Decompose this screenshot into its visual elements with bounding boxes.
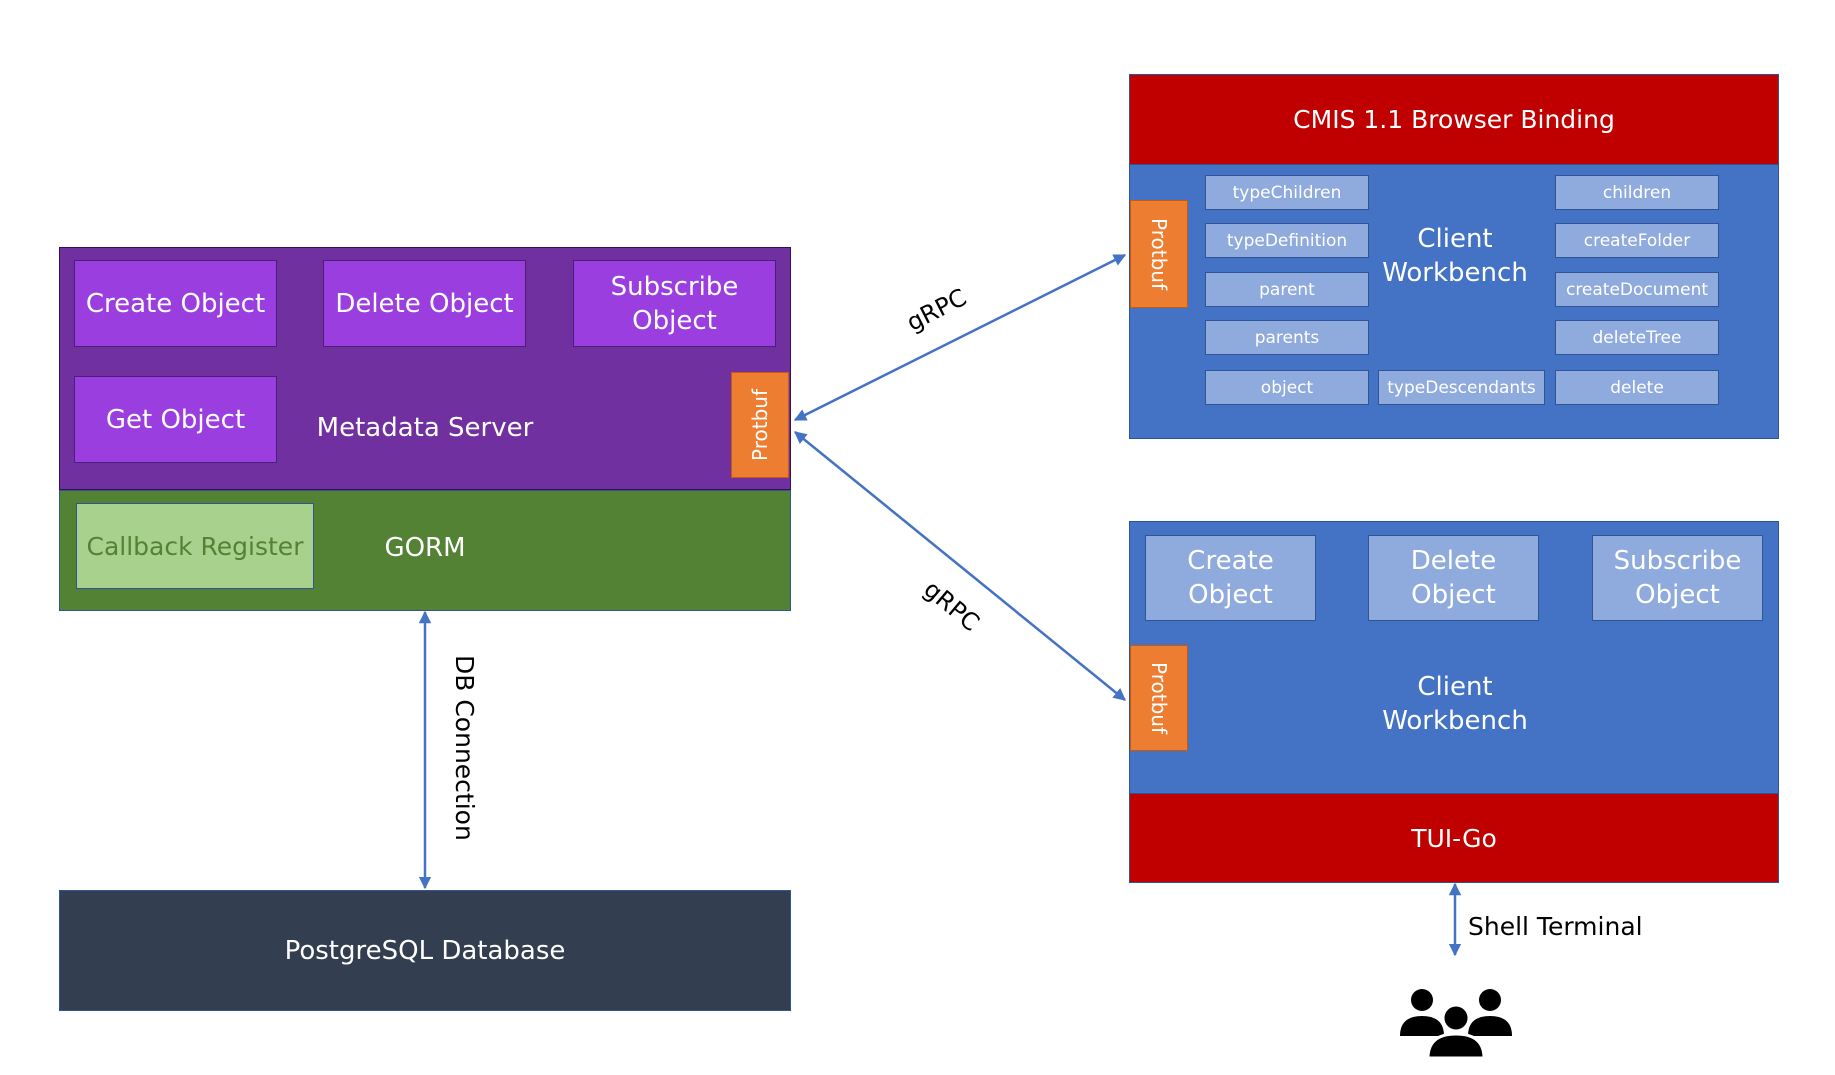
cmis-action-parent[interactable]: parent	[1205, 272, 1369, 307]
shell-terminal-label: Shell Terminal	[1468, 912, 1643, 941]
gorm-title: GORM	[384, 533, 466, 563]
cmis-protbuf-label: Protbuf	[1147, 218, 1172, 290]
get-object-button[interactable]: Get Object	[74, 376, 277, 463]
create-object-button[interactable]: Create Object	[74, 260, 277, 347]
cmis-browser-binding-header: CMIS 1.1 Browser Binding	[1129, 74, 1779, 165]
cmis-action-type-descendants[interactable]: typeDescendants	[1378, 370, 1545, 405]
db-connection-label: DB Connection	[450, 655, 479, 841]
cmis-action-type-children[interactable]: typeChildren	[1205, 175, 1369, 210]
tui-create-object-button[interactable]: Create Object	[1145, 535, 1316, 621]
cmis-action-delete[interactable]: delete	[1555, 370, 1719, 405]
metadata-protbuf-label: Protbuf	[748, 389, 773, 461]
subscribe-object-button[interactable]: Subscribe Object	[573, 260, 776, 347]
cmis-action-delete-tree[interactable]: deleteTree	[1555, 320, 1719, 355]
metadata-server-title: Metadata Server	[316, 413, 534, 443]
tui-protbuf: Protbuf	[1130, 645, 1188, 751]
grpc-top-arrow	[793, 253, 1127, 422]
cmis-action-parents[interactable]: parents	[1205, 320, 1369, 355]
cmis-workbench-title: Client Workbench	[1382, 224, 1528, 288]
cmis-protbuf: Protbuf	[1130, 200, 1188, 308]
tui-go-footer: TUI-Go	[1129, 793, 1779, 883]
cmis-action-type-definition[interactable]: typeDefinition	[1205, 223, 1369, 258]
postgresql-database-box: PostgreSQL Database	[59, 890, 791, 1011]
metadata-protbuf: Protbuf	[731, 372, 789, 478]
cmis-action-create-document[interactable]: createDocument	[1555, 272, 1719, 307]
cmis-action-object[interactable]: object	[1205, 370, 1369, 405]
delete-object-button[interactable]: Delete Object	[323, 260, 526, 347]
tui-workbench-title: Client Workbench	[1382, 672, 1528, 736]
grpc-bottom-arrow	[794, 431, 1126, 701]
tui-delete-object-button[interactable]: Delete Object	[1368, 535, 1539, 621]
cmis-action-children[interactable]: children	[1555, 175, 1719, 210]
tui-protbuf-label: Protbuf	[1147, 662, 1172, 734]
users-group-icon	[1400, 989, 1512, 1060]
cmis-action-create-folder[interactable]: createFolder	[1555, 223, 1719, 258]
callback-register-box: Callback Register	[76, 503, 314, 589]
tui-subscribe-object-button[interactable]: Subscribe Object	[1592, 535, 1763, 621]
